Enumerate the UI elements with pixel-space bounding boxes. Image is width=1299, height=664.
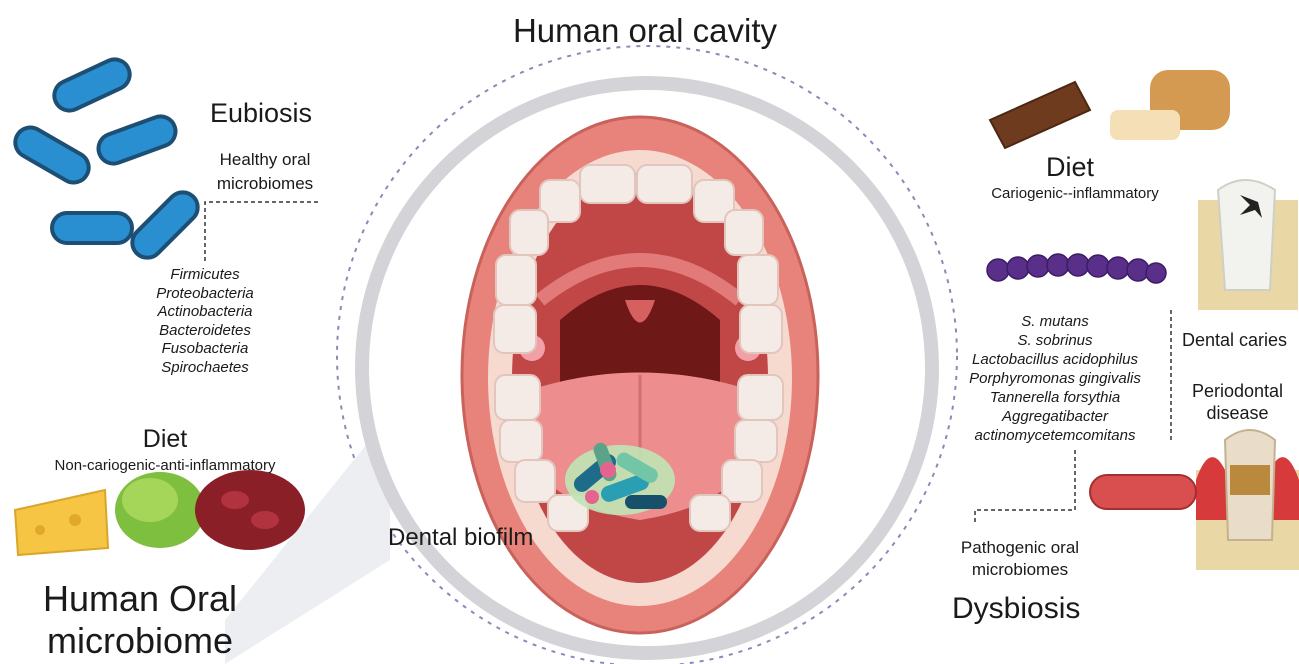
- bread-icon: [1110, 70, 1230, 140]
- list-item: S. sobrinus: [950, 331, 1160, 350]
- tooth-periodontal-icon: [1196, 430, 1299, 570]
- list-item: Spirochaetes: [130, 359, 280, 378]
- beans-icon: [195, 470, 305, 550]
- list-item: Tannerella forsythia: [950, 388, 1160, 407]
- list-item: Lactobacillus acidophilus: [950, 350, 1160, 369]
- mouth-icon: [462, 117, 818, 633]
- list-item: Bacteroidetes: [130, 322, 280, 341]
- right-diet-subtitle: Cariogenic--inflammatory: [960, 185, 1190, 202]
- dental-caries-label: Dental caries: [1182, 330, 1287, 351]
- tooth-caries-icon: [1198, 180, 1298, 310]
- cocci-chain-icon: [987, 254, 1166, 283]
- right-diet-title: Diet: [1020, 152, 1120, 183]
- cheese-icon: [15, 490, 108, 555]
- list-item: S. mutans: [950, 312, 1160, 331]
- chocolate-icon: [990, 82, 1090, 148]
- left-diet-title: Diet: [100, 425, 230, 454]
- eubiosis-label: Eubiosis: [210, 98, 312, 129]
- left-diet-subtitle: Non-cariogenic-anti-inflammatory: [20, 457, 310, 474]
- rod-bacterium-icon: [1090, 475, 1196, 509]
- list-item: Firmicutes: [130, 266, 280, 285]
- list-item: Fusobacteria: [130, 340, 280, 359]
- list-item: Proteobacteria: [130, 285, 280, 304]
- dental-biofilm-label: Dental biofilm: [388, 524, 533, 552]
- species-list: S. mutans S. sobrinus Lactobacillus acid…: [950, 312, 1160, 445]
- list-item: actinomycetemcomitans: [950, 426, 1160, 445]
- list-item: Aggregatibacter: [950, 407, 1160, 426]
- list-item: Actinobacteria: [130, 303, 280, 322]
- list-item: Porphyromonas gingivalis: [950, 369, 1160, 388]
- lettuce-icon: [115, 472, 205, 548]
- page-title: Human oral cavity: [440, 12, 850, 50]
- dysbiosis-label: Dysbiosis: [952, 592, 1080, 626]
- bacteria-rod-icon: [10, 55, 204, 264]
- phyla-list: Firmicutes Proteobacteria Actinobacteria…: [130, 266, 280, 377]
